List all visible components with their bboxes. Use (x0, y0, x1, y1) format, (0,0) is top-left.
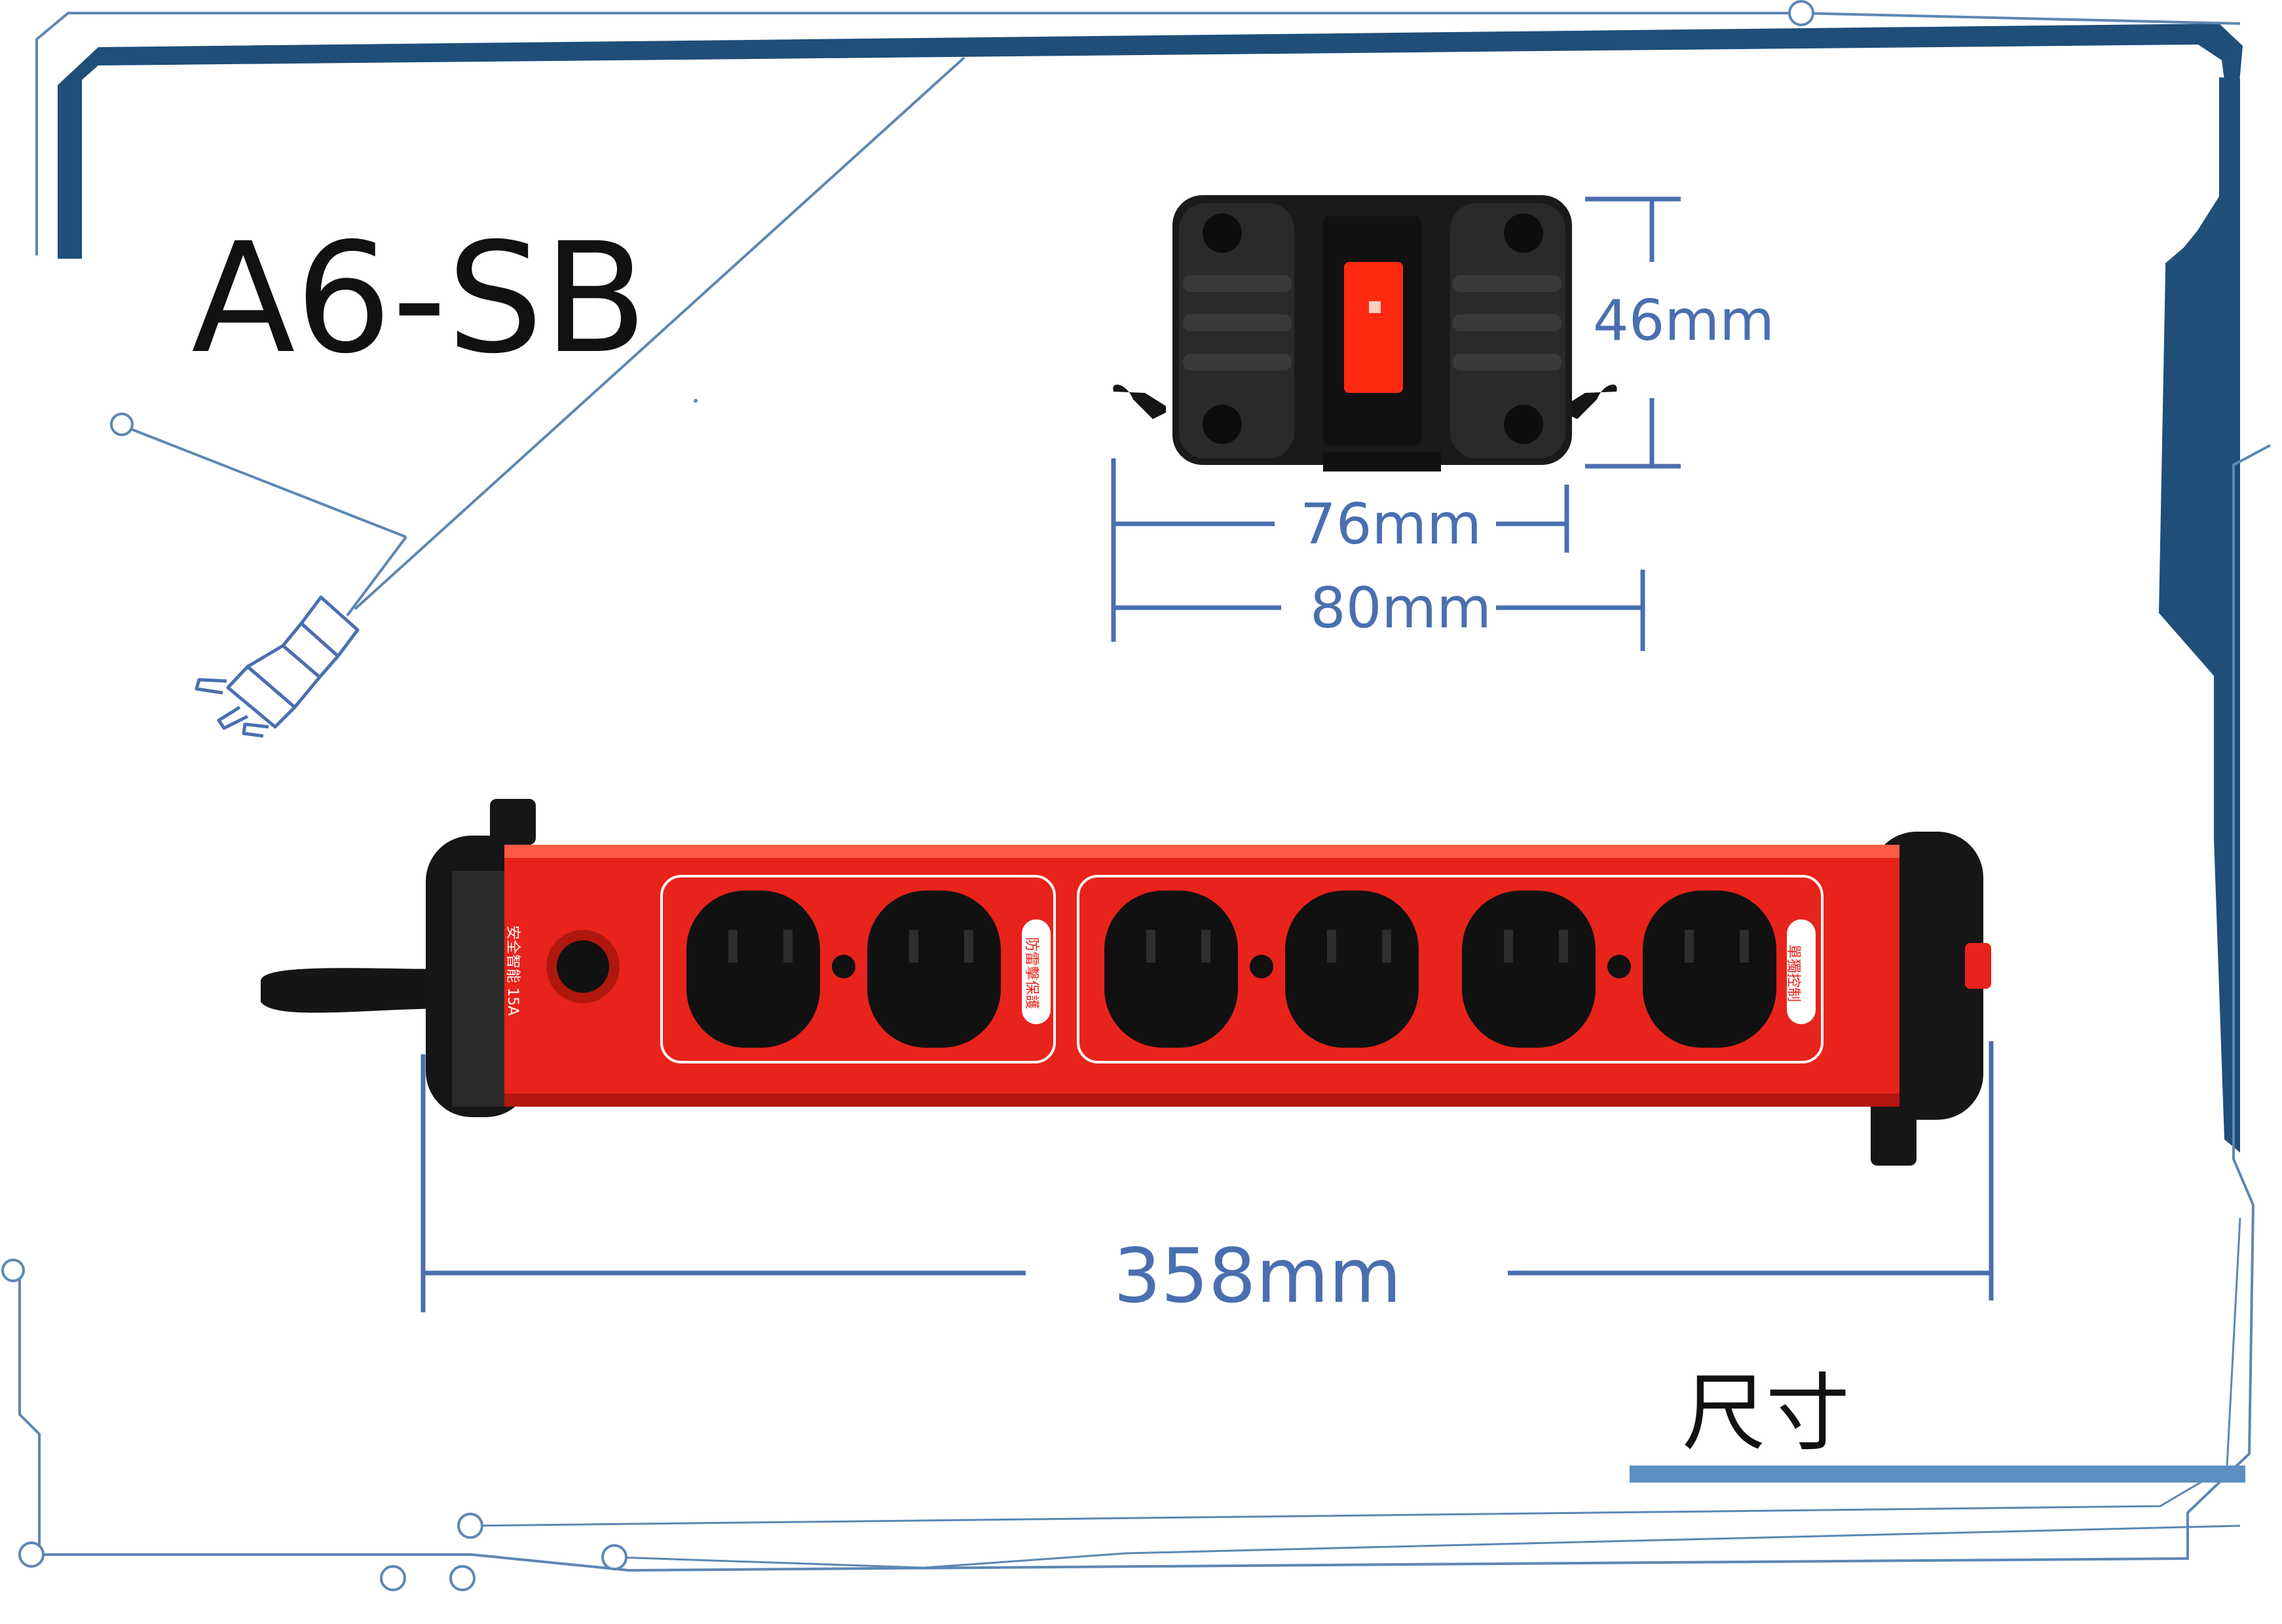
plug-icon (195, 595, 360, 738)
model-title: A6-SB (191, 210, 648, 387)
frame-right-band (2159, 77, 2240, 1153)
cord-decoration (110, 56, 965, 617)
end-view-dimension-lines (1111, 196, 1681, 651)
dimension-width-outer: 80mm (1310, 576, 1491, 641)
frame-node-bl2 (380, 1565, 406, 1591)
frame-top-band (58, 24, 2243, 274)
strip-dimension-lines (421, 1041, 1994, 1312)
frame-thin-outer (18, 12, 2271, 1572)
section-label: 尺寸 (1682, 1365, 1850, 1462)
strip-side-label: 安全智能 15A (504, 925, 521, 1016)
frame-node-left (1, 1259, 25, 1282)
dimension-width-inner: 76mm (1300, 492, 1482, 557)
power-strip-product (261, 799, 1991, 1166)
frame-node-b2 (601, 1544, 627, 1570)
frame-node-bl3 (449, 1565, 476, 1591)
strip-group1-label: 防雷擊保護 (1023, 936, 1040, 1010)
dimension-length: 358mm (1113, 1232, 1402, 1320)
end-view-product (1113, 195, 1617, 471)
frame-node-bl1 (18, 1541, 45, 1568)
strip-group2-label: 單獨控制 (1785, 944, 1802, 1003)
frame-node-b1 (457, 1513, 483, 1539)
frame-node-top (1788, 0, 1814, 26)
dimension-height: 46mm (1593, 288, 1774, 354)
section-label-underline (1630, 1466, 2245, 1483)
frame (1, 0, 2271, 1591)
frame-thin-bottom (470, 1217, 2241, 1569)
